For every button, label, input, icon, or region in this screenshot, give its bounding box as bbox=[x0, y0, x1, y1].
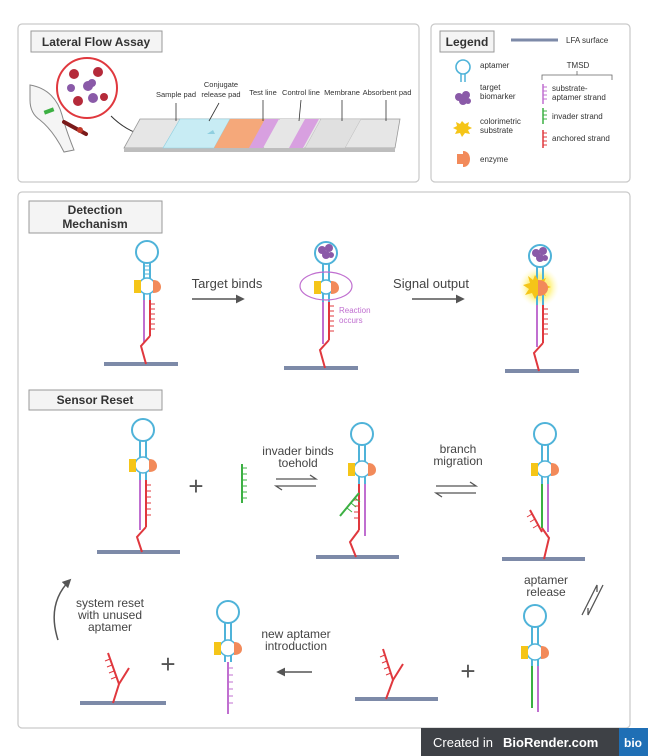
label-system-reset-3: aptamer bbox=[88, 620, 132, 634]
reset-construct-g bbox=[80, 652, 166, 705]
label-system-reset-1: system reset bbox=[76, 596, 145, 610]
bio-logo: bio bbox=[624, 736, 642, 750]
label-new-aptamer-1: new aptamer bbox=[261, 627, 330, 641]
equilibrium-arrows-2 bbox=[433, 481, 479, 498]
reset-construct-f bbox=[214, 600, 242, 714]
lfa-strip bbox=[123, 118, 401, 152]
label-invader-binds-1: invader binds bbox=[262, 444, 333, 458]
legend-lfa-surface: LFA surface bbox=[566, 36, 609, 45]
label-conjugate-1: Conjugate bbox=[204, 80, 238, 89]
lfa-title-box bbox=[30, 30, 163, 53]
label-branch-2: migration bbox=[433, 454, 482, 468]
label-control-line: Control line bbox=[282, 88, 320, 97]
legend-target-2: biomarker bbox=[480, 92, 516, 101]
label-new-aptamer-2: introduction bbox=[265, 639, 327, 653]
anchored-strand-icon bbox=[542, 130, 547, 148]
invader-strand-icon bbox=[542, 108, 547, 124]
plus-3: + bbox=[160, 649, 175, 679]
reset-title-box bbox=[28, 389, 163, 411]
label-target-binds: Target binds bbox=[192, 276, 263, 291]
legend-anchored: anchored strand bbox=[552, 134, 610, 143]
label-branch-1: branch bbox=[440, 442, 477, 456]
biorender-badge[interactable] bbox=[421, 728, 648, 756]
legend-aptamer: aptamer bbox=[480, 61, 510, 70]
enzyme-icon bbox=[457, 151, 470, 167]
equilibrium-arrows-1 bbox=[273, 474, 319, 491]
hand-illustration bbox=[29, 84, 88, 153]
biorender-brand: BioRender.com bbox=[503, 735, 598, 750]
reset-construct-a bbox=[97, 418, 180, 554]
mechanism-panel bbox=[17, 191, 631, 729]
construct-initial bbox=[104, 240, 178, 366]
reset-construct-e bbox=[355, 648, 438, 701]
invader-strand-free bbox=[241, 464, 247, 503]
reset-construct-d bbox=[521, 604, 549, 712]
legend-color-1: colorimetric bbox=[480, 117, 521, 126]
label-absorbent-pad: Absorbent pad bbox=[363, 88, 412, 97]
legend-tmsd: TMSD bbox=[567, 61, 590, 70]
plus-2: + bbox=[460, 656, 475, 686]
lfa-leader-lines bbox=[175, 99, 387, 122]
equilibrium-arrows-3 bbox=[581, 584, 604, 616]
substrate-strand-icon bbox=[542, 84, 547, 104]
legend-enzyme: enzyme bbox=[480, 155, 509, 164]
legend-title-box bbox=[439, 30, 495, 53]
label-conjugate-2: release pad bbox=[201, 90, 240, 99]
colorimetric-substrate-icon bbox=[453, 121, 472, 137]
label-invader-binds-2: toehold bbox=[278, 456, 317, 470]
label-test-line: Test line bbox=[249, 88, 277, 97]
lfa-title: Lateral Flow Assay bbox=[42, 35, 151, 49]
target-biomarker-icon bbox=[455, 91, 471, 105]
legend-panel bbox=[430, 23, 631, 183]
bio-logo-box bbox=[619, 728, 648, 756]
reset-title: Sensor Reset bbox=[57, 393, 134, 407]
reset-construct-c bbox=[502, 422, 585, 561]
arrow-system-reset bbox=[53, 578, 72, 641]
construct-target-bound bbox=[284, 241, 358, 370]
legend-invader: invader strand bbox=[552, 112, 603, 121]
legend-color-2: substrate bbox=[480, 126, 513, 135]
label-aptamer-release-2: release bbox=[526, 585, 566, 599]
plus-1: + bbox=[188, 471, 203, 501]
label-reaction-2: occurs bbox=[339, 316, 363, 325]
label-system-reset-2: with unused bbox=[77, 608, 142, 622]
tmsd-bracket bbox=[541, 71, 613, 80]
label-signal-output: Signal output bbox=[393, 276, 469, 291]
detection-title-1: Detection bbox=[68, 203, 123, 217]
legend-substrate-2: aptamer strand bbox=[552, 93, 606, 102]
label-reaction-1: Reaction bbox=[339, 306, 371, 315]
label-sample-pad: Sample pad bbox=[156, 90, 196, 99]
legend-substrate-1: substrate- bbox=[552, 84, 588, 93]
legend-target-1: target bbox=[480, 83, 501, 92]
blood-magnifier bbox=[56, 57, 118, 119]
detection-title-2: Mechanism bbox=[62, 217, 127, 231]
label-aptamer-release-1: aptamer bbox=[524, 573, 568, 587]
legend-title: Legend bbox=[446, 35, 489, 49]
label-membrane: Membrane bbox=[324, 88, 360, 97]
construct-signal bbox=[505, 244, 579, 373]
detection-title-box bbox=[28, 200, 163, 234]
reset-construct-b bbox=[316, 422, 399, 559]
aptamer-icon bbox=[455, 59, 471, 82]
created-in-label: Created in bbox=[433, 735, 493, 750]
